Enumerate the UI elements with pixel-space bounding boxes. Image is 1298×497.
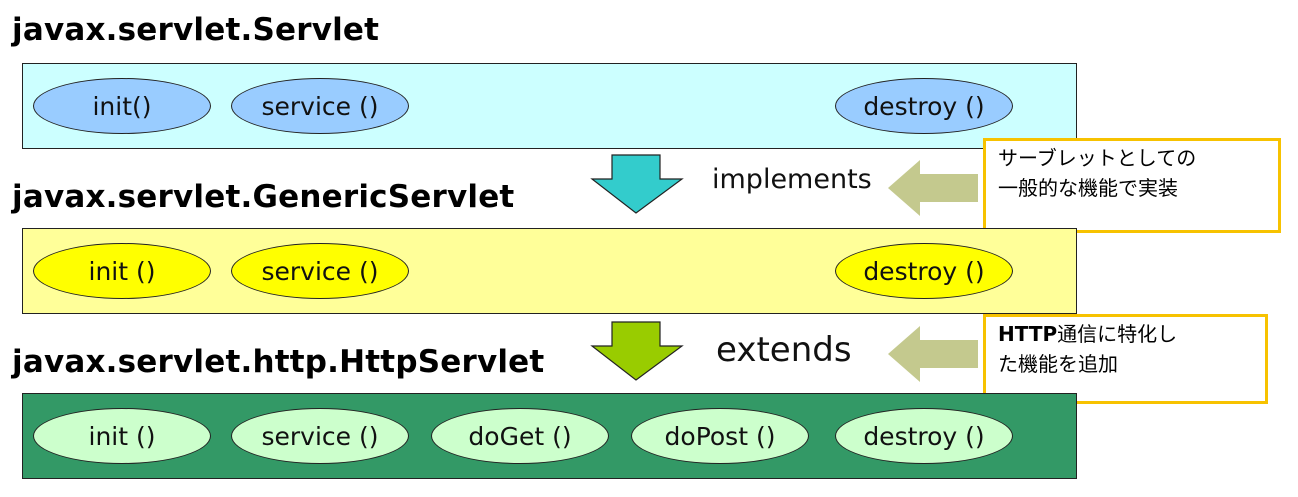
extends-note-line1: HTTP通信に特化し [998,319,1253,349]
note-pointer-arrow-icon [888,326,978,382]
httpservlet-band: init () service () doGet () doPost () de… [22,393,1077,479]
note-pointer-arrow-icon [888,160,978,216]
extends-note-line2: た機能を追加 [998,352,1118,376]
implements-note-line1: サーブレットとしての [998,146,1197,170]
extends-label: extends [716,330,852,370]
servlet-service-method: service () [231,78,409,134]
servlet-title: javax.servlet.Servlet [12,12,380,48]
httpservlet-init-method: init () [33,408,211,464]
servlet-init-method: init() [33,78,211,134]
servlet-destroy-method: destroy () [835,78,1013,134]
httpservlet-service-method: service () [231,408,409,464]
httpservlet-doget-method: doGet () [431,408,609,464]
genericservlet-service-method: service () [231,243,409,299]
extends-note-bold: HTTP [998,322,1058,346]
httpservlet-destroy-method: destroy () [835,408,1013,464]
httpservlet-dopost-method: doPost () [631,408,809,464]
extends-note-line1-rest: 通信に特化し [1057,322,1178,346]
implements-note-line2: 一般的な機能で実装 [998,176,1178,200]
implements-note: サーブレットとしての 一般的な機能で実装 [983,138,1281,233]
genericservlet-band: init () service () destroy () [22,228,1077,314]
servlet-band: init() service () destroy () [22,63,1077,149]
extends-arrow-icon [590,321,684,381]
genericservlet-title: javax.servlet.GenericServlet [12,179,515,215]
httpservlet-title: javax.servlet.http.HttpServlet [12,344,545,380]
genericservlet-destroy-method: destroy () [835,243,1013,299]
genericservlet-init-method: init () [33,243,211,299]
implements-label: implements [712,164,872,195]
implements-arrow-icon [590,154,684,214]
extends-note: HTTP通信に特化し た機能を追加 [983,314,1268,404]
